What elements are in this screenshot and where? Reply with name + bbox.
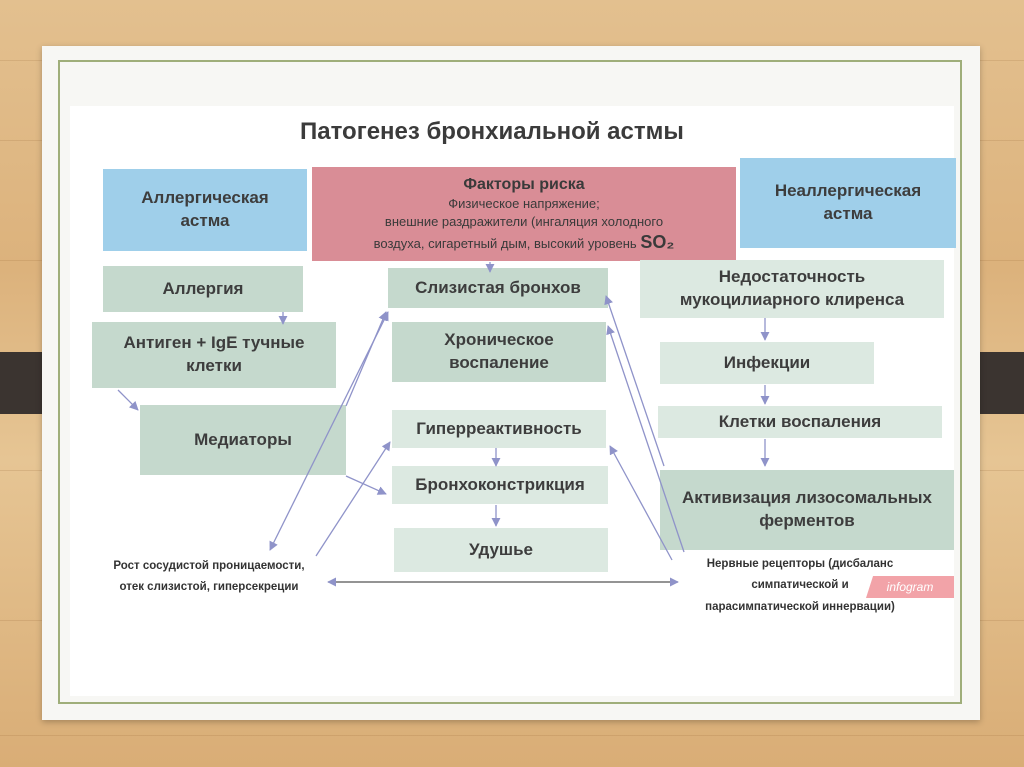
risk-factors-box: Факторы риска Физическое напряжение; вне… bbox=[312, 167, 736, 261]
mucosa-box: Слизистая бронхов bbox=[388, 268, 608, 308]
so2-label: SO₂ bbox=[640, 232, 675, 253]
left-note: Рост сосудистой проницаемости, отек слиз… bbox=[94, 556, 324, 599]
arrow-left-note-mucosa bbox=[269, 311, 389, 551]
slide-border bbox=[58, 60, 962, 704]
left-dark-bar bbox=[0, 352, 44, 414]
left-note-line-2: отек слизистой, гиперсекреции bbox=[119, 581, 299, 594]
right-note: Нервные рецепторы (дисбаланс симпатическ… bbox=[680, 554, 920, 618]
arrow-mucosa-to-activation bbox=[604, 295, 665, 467]
arrow-hyper-to-right-note bbox=[609, 445, 673, 561]
chronic-inflammation-label: Хроническое воспаление bbox=[444, 330, 554, 372]
mediators-label: Медиаторы bbox=[194, 429, 292, 449]
arrow-left-note-hyper bbox=[315, 441, 391, 557]
arrow-antigen-to-mediators bbox=[117, 389, 139, 411]
clearance-box: Недостаточность мукоцилиарного клиренса bbox=[640, 260, 944, 318]
inflammation-cells-label: Клетки воспаления bbox=[718, 411, 882, 431]
right-note-line-3: парасимпатической иннервации) bbox=[705, 600, 895, 613]
antigen-label: Антиген + IgE тучные клетки bbox=[123, 333, 305, 375]
left-note-line-1: Рост сосудистой проницаемости, bbox=[113, 560, 305, 572]
risk-line-1: Физическое напряжение; bbox=[448, 196, 600, 212]
allergic-asthma-label: Аллергическая астма bbox=[141, 188, 269, 230]
risk-factors-title: Факторы риска bbox=[463, 175, 585, 193]
chronic-inflammation-box: Хроническое воспаление bbox=[392, 322, 606, 382]
infections-box: Инфекции bbox=[660, 342, 874, 384]
hyperreactivity-label: Гиперреактивность bbox=[416, 418, 582, 438]
risk-line-3-wrap: воздуха, сигаретный дым, высокий уровень… bbox=[374, 230, 675, 254]
risk-line-3: воздуха, сигаретный дым, высокий уровень bbox=[373, 236, 637, 252]
bronchoconstriction-label: Бронхоконстрикция bbox=[415, 474, 585, 494]
inflammation-cells-box: Клетки воспаления bbox=[658, 406, 942, 438]
risk-line-2: внешние раздражители (ингаляция холодног… bbox=[384, 213, 664, 229]
lysosomal-activation-box: Активизация лизосомальных ферментов bbox=[660, 470, 954, 550]
lysosomal-activation-label: Активизация лизосомальных ферментов bbox=[681, 488, 933, 530]
bronchoconstriction-box: Бронхоконстрикция bbox=[392, 466, 608, 504]
suffocation-label: Удушье bbox=[468, 539, 534, 559]
right-note-line-2: симпатической и bbox=[751, 579, 849, 592]
right-note-line-1: Нервные рецепторы (дисбаланс bbox=[706, 558, 894, 570]
arrow-chronic-to-right-note bbox=[606, 325, 685, 553]
allergy-label: Аллергия bbox=[162, 278, 244, 298]
allergy-box: Аллергия bbox=[103, 266, 303, 312]
hyperreactivity-box: Гиперреактивность bbox=[392, 410, 606, 448]
clearance-label: Недостаточность мукоцилиарного клиренса bbox=[679, 267, 905, 309]
non-allergic-asthma-label: Неаллергическая астма bbox=[774, 181, 922, 223]
right-dark-bar bbox=[978, 352, 1024, 414]
suffocation-box: Удушье bbox=[394, 528, 608, 572]
mucosa-label: Слизистая бронхов bbox=[415, 277, 581, 297]
diagram-title: Патогенез бронхиальной астмы bbox=[300, 118, 684, 145]
non-allergic-asthma-header: Неаллергическая астма bbox=[740, 158, 956, 248]
infogram-badge: infogram bbox=[866, 576, 954, 598]
allergic-asthma-header: Аллергическая астма bbox=[103, 169, 307, 251]
infections-label: Инфекции bbox=[723, 352, 811, 372]
arrow-mediators-to-mucosa bbox=[345, 311, 387, 407]
